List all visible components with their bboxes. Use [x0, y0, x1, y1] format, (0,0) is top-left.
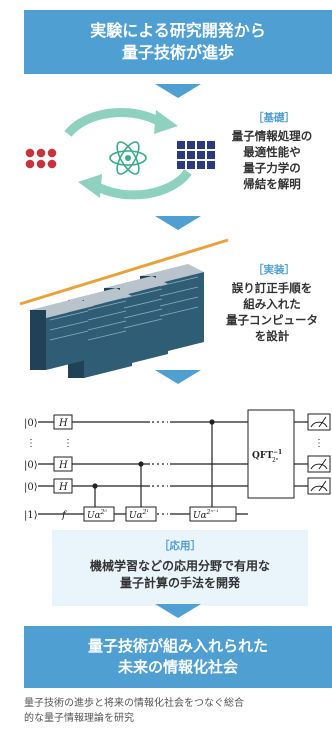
implementation-line3: 量子コンピュータ [226, 313, 318, 327]
basics-line1: 量子情報処理の [231, 129, 313, 143]
basics-description: 量子情報処理の 最適性能や 量子力学の 帰結を解明 [212, 128, 332, 192]
ket-dots: ⋮ [26, 438, 36, 449]
applied-description: 機械学習などの応用分野で有用な 量子計算の手法を開発 [52, 558, 308, 592]
ket-1: |1⟩ [24, 510, 38, 521]
meter-dots: ⋮ [314, 438, 324, 449]
gate-u3-label: Uα [193, 511, 207, 521]
svg-text:Uα2⁰: Uα2⁰ [87, 509, 107, 521]
hgate-dots: ⋮ [63, 438, 73, 449]
qft-label: QFT [252, 451, 273, 461]
server-rack-1 [30, 298, 94, 370]
implementation-line1: 誤り訂正手順を [231, 281, 313, 295]
top-banner-line2: 量子技術が進歩 [121, 43, 234, 62]
footer-caption: 量子技術の進歩と将来の情報化社会をつなぐ総合 的な量子情報理論を研究 [24, 696, 332, 726]
gate-u1-label: Uα [87, 511, 101, 521]
gate-u1-sup: 2⁰ [100, 509, 108, 516]
circuit-ellipsis-lines [152, 421, 168, 515]
gate-u2-label: Uα [129, 511, 143, 521]
flow-arrow-2 [155, 216, 201, 230]
quantum-circuit-diagram: |0⟩ ⋮ |0⟩ |0⟩ |1⟩ ⋮ H H H f Uα2⁰ Uα2¹ Uα… [24, 409, 331, 522]
phi-symbol: f [61, 510, 68, 521]
control-dots [92, 419, 215, 489]
hadamard-gates [53, 414, 73, 494]
atom-icon [109, 141, 147, 175]
svg-text:QFT−1: QFT−1 [252, 449, 282, 461]
basics-line4: 帰結を解明 [243, 177, 301, 191]
basics-illustration [25, 108, 215, 200]
ket-0-mid: |0⟩ [24, 460, 38, 471]
meter-needles [310, 416, 328, 492]
flow-arrow-1 [155, 84, 201, 98]
cycle-arrow-bottom [93, 169, 192, 200]
dots-icon [25, 148, 57, 169]
ket-0-top: |0⟩ [24, 418, 38, 429]
implementation-description: 誤り訂正手順を 組み入れた 量子コンピュータ を設計 [212, 280, 332, 344]
bottom-banner: 量子技術が組み入れられた 未来の情報化社会 [24, 626, 332, 688]
footer-line2: 的な量子情報理論を研究 [24, 713, 134, 724]
hgate-label-2: H [58, 460, 68, 471]
bottom-banner-line2: 未来の情報化社会 [117, 658, 238, 676]
basics-tag: ［基礎］ [253, 112, 295, 124]
implementation-tag: ［実装］ [253, 264, 295, 276]
implementation-line2: 組み入れた [243, 297, 301, 311]
cycle-arrow-top [64, 108, 163, 137]
hgate-label-3: H [58, 482, 68, 493]
grid-icon [177, 141, 215, 169]
flow-arrow-3 [155, 370, 201, 384]
svg-text:Uα2ⁿ⁻¹: Uα2ⁿ⁻¹ [193, 509, 219, 521]
basics-line3: 量子力学の [243, 161, 301, 175]
svg-text:Uα2¹: Uα2¹ [129, 509, 149, 521]
gate-u3-sup: 2ⁿ⁻¹ [206, 509, 219, 516]
qft-gate-box [247, 409, 295, 499]
implementation-line4: を設計 [254, 329, 290, 343]
gate-u2-sup: 2¹ [142, 509, 149, 516]
basics-line2: 最適性能や [243, 145, 301, 159]
applied-panel [52, 530, 308, 606]
footer-line1: 量子技術の進歩と将来の情報化社会をつなぐ総合 [24, 698, 244, 709]
applied-line2: 量子計算の手法を開発 [119, 576, 240, 590]
controlled-unitary-gates [83, 506, 237, 522]
bottom-banner-line1: 量子技術が組み入れられた [87, 637, 268, 655]
top-banner-line1: 実験による研究開発から [90, 21, 266, 40]
applied-line1: 機械学習などの応用分野で有用な [89, 559, 270, 573]
cycle-arrowhead-bottom [78, 174, 102, 198]
qft-sup: −1 [273, 449, 282, 456]
cycle-arrowhead-top [154, 110, 178, 134]
qft-sub: 2ⁿ [272, 457, 279, 464]
cable-line [19, 238, 229, 306]
server-illustration [19, 238, 229, 378]
applied-tag: ［応用］ [159, 540, 201, 552]
rack-panel-lines [49, 276, 199, 341]
flow-arrow-4 [155, 604, 201, 618]
top-banner: 実験による研究開発から 量子技術が進歩 [24, 10, 332, 74]
ket-0-low: |0⟩ [24, 482, 38, 493]
hgate-label-1: H [58, 418, 68, 429]
